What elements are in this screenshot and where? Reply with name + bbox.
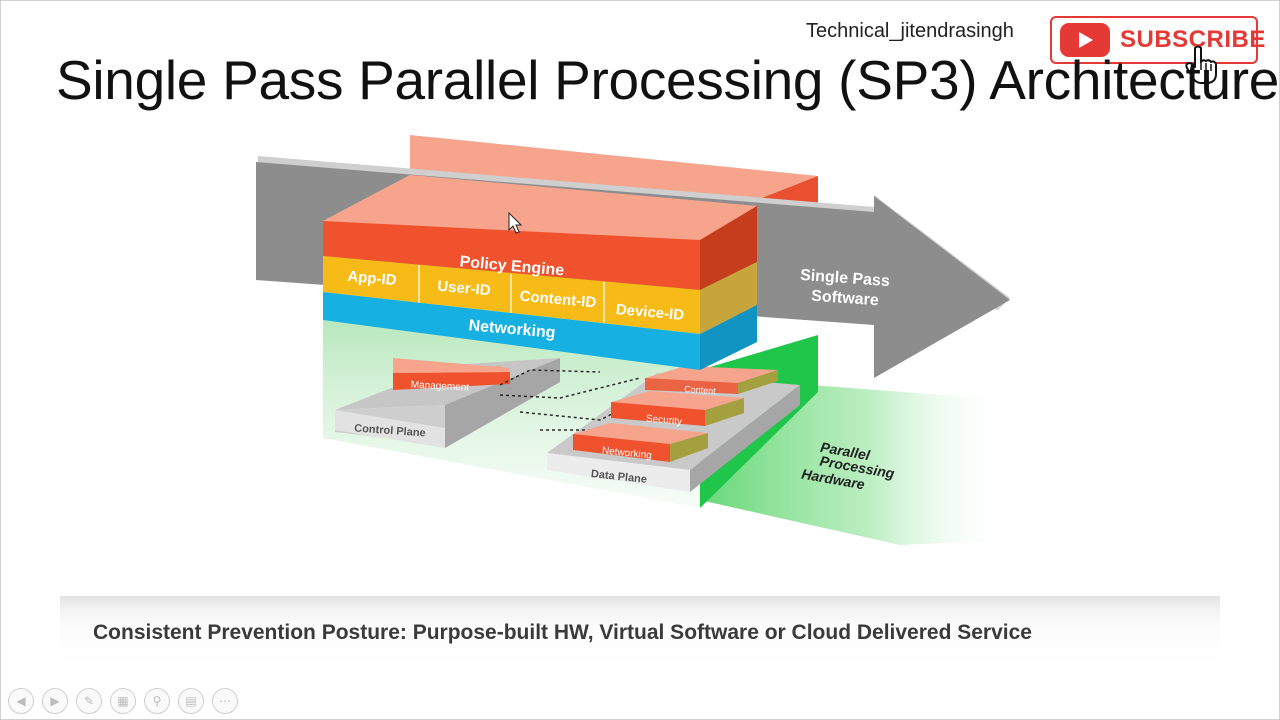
subscribe-label: SUBSCRIBE	[1120, 26, 1266, 53]
data-plane-label: Data Plane	[590, 468, 647, 486]
networking-layer	[323, 292, 700, 370]
zoom-icon[interactable]: ⚲	[144, 688, 170, 714]
hand-cursor-icon	[1185, 44, 1221, 84]
module-content-id: Content-ID	[519, 288, 597, 312]
control-plane-label: Control Plane	[354, 423, 426, 440]
networking-block-label: Networking	[601, 445, 652, 461]
content-block	[645, 366, 778, 383]
module-app-id: App-ID	[347, 268, 398, 289]
data-plane-platform	[547, 453, 690, 492]
mouse-pointer-icon	[508, 211, 523, 234]
module-device-id: Device-ID	[615, 301, 685, 324]
security-block	[611, 391, 744, 410]
arrow-label-line2: Software	[811, 288, 880, 310]
slideshow-controls: ◀ ▶ ✎ ▦ ⚲ ▤ ⋯	[8, 688, 238, 714]
networking-block	[573, 423, 708, 444]
connector-lines	[499, 369, 641, 431]
slide-title: Single Pass Parallel Processing (SP3) Ar…	[56, 49, 1280, 111]
management-block	[393, 372, 510, 390]
slide-caption: Consistent Prevention Posture: Purpose-b…	[93, 621, 1032, 644]
more-icon[interactable]: ⋯	[212, 688, 238, 714]
policy-engine-layer	[323, 221, 700, 290]
next-icon[interactable]: ▶	[42, 688, 68, 714]
prev-icon[interactable]: ◀	[8, 688, 34, 714]
channel-name: Technical_jitendrasingh	[806, 20, 1014, 42]
content-block-label: Content	[684, 384, 717, 396]
top-block-back	[410, 135, 818, 208]
slides-icon[interactable]: ▦	[110, 688, 136, 714]
arrow-label-line1: Single Pass	[800, 267, 891, 290]
pen-icon[interactable]: ✎	[76, 688, 102, 714]
management-label: Management	[410, 379, 469, 393]
module-user-id: User-ID	[437, 278, 492, 300]
caption-band	[60, 596, 1220, 666]
security-block-label: Security	[645, 413, 682, 427]
subtitles-icon[interactable]: ▤	[178, 688, 204, 714]
subscribe-button[interactable]: SUBSCRIBE	[1050, 16, 1265, 64]
youtube-play-icon	[1060, 23, 1110, 57]
